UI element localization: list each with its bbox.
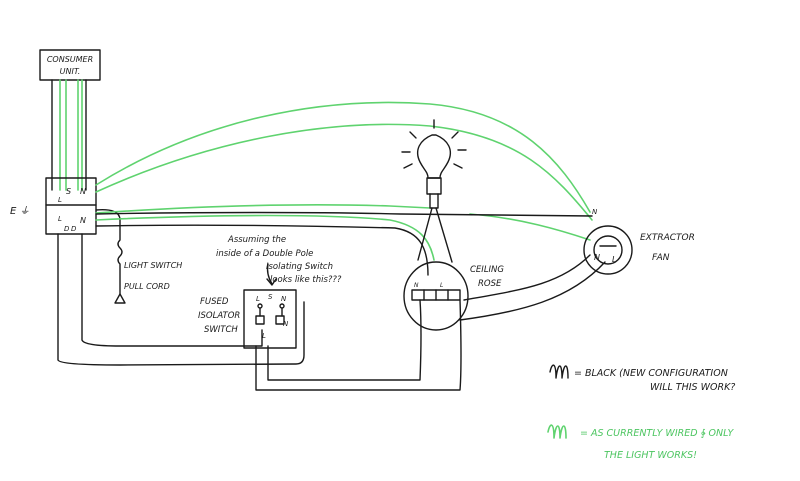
fan-term-l: L: [612, 255, 616, 264]
light-bulb: [401, 119, 467, 263]
isolator-l-top: L: [256, 295, 260, 303]
legend: = BLACK (NEW CONFIGURATION WILL THIS WOR…: [547, 364, 735, 461]
fan-label-2: FAN: [652, 253, 670, 263]
green-wiring: [95, 101, 593, 261]
junction-n: N: [80, 187, 86, 196]
fan-top-n: N: [592, 208, 598, 216]
consumer-unit-label-1: CONSUMER: [47, 55, 93, 64]
rose-term-n: N: [414, 282, 419, 289]
ceiling-rose-label-1: CEILING: [470, 265, 504, 275]
junction-l: L: [58, 196, 62, 204]
rose-term-l: L: [440, 282, 443, 289]
junction-s: S: [66, 187, 71, 196]
earth-label: E ⏚: [10, 206, 30, 217]
extractor-fan: N L N EXTRACTOR FAN: [583, 208, 695, 275]
note-line-2: inside of a Double Pole: [216, 249, 313, 259]
legend-green-swatch: [547, 424, 567, 439]
isolator-n: N: [283, 320, 289, 328]
note-line-3: Isolating Switch: [266, 262, 333, 272]
isolator-n-top: N: [281, 295, 287, 303]
legend-black-swatch: [549, 364, 569, 379]
note-line-1: Assuming the: [227, 235, 286, 245]
fan-label-1: EXTRACTOR: [640, 233, 695, 243]
black-wiring: [57, 211, 606, 391]
junction-d1: D: [64, 225, 70, 233]
legend-black-line-2: WILL THIS WORK?: [650, 382, 735, 393]
ceiling-rose-label-2: ROSE: [478, 279, 502, 289]
isolator-label-1: FUSED: [200, 297, 229, 307]
isolator-label-2: ISOLATOR: [198, 311, 240, 321]
isolator-s: S: [268, 293, 273, 301]
assumption-note: Assuming the inside of a Double Pole Iso…: [216, 235, 342, 286]
junction-block: S L N L D D N E ⏚: [10, 177, 97, 235]
consumer-unit-label-2: UNIT.: [60, 67, 81, 76]
legend-green-line-2: THE LIGHT WORKS!: [604, 450, 697, 461]
isolator-label-3: SWITCH: [204, 325, 238, 335]
pull-cord-label-1: LIGHT SWITCH: [124, 261, 182, 270]
pull-cord-label-2: PULL CORD: [124, 282, 170, 291]
ceiling-rose: N L CEILING ROSE: [403, 261, 504, 331]
isolator-l: L: [262, 332, 266, 340]
consumer-unit: CONSUMER UNIT.: [39, 49, 101, 81]
consumer-unit-cables: [51, 79, 87, 191]
note-line-4: looks like this???: [270, 275, 342, 285]
legend-green-line-1: = AS CURRENTLY WIRED ∲ ONLY: [580, 428, 735, 439]
fan-term-n: N: [594, 253, 600, 262]
legend-black-line-1: = BLACK (NEW CONFIGURATION: [574, 368, 728, 379]
fused-isolator-switch: L S N L N FUSED ISOLATOR SWITCH: [198, 289, 297, 349]
junction-l2: L: [58, 215, 62, 223]
junction-n2: N: [80, 216, 86, 225]
pull-cord-switch: LIGHT SWITCH PULL CORD: [95, 209, 182, 304]
junction-d2: D: [71, 225, 77, 233]
